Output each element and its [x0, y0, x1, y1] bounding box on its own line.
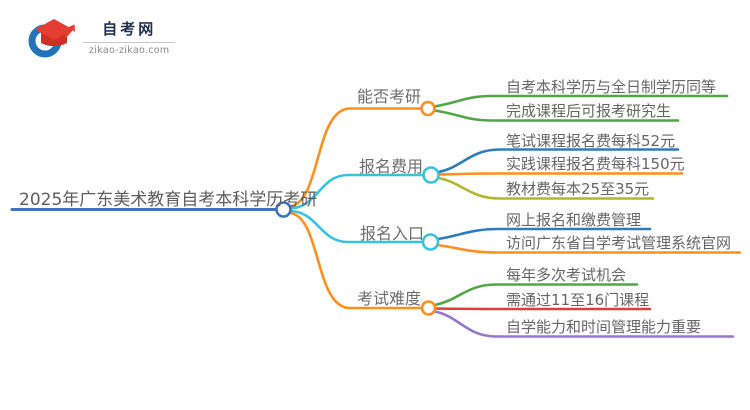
logo-title: 自考网 — [102, 20, 157, 38]
leaf-3-1-label: 需通过11至16门课程 — [506, 291, 650, 309]
branch-1-node — [422, 166, 440, 184]
leaf-1-0-label: 笔试课程报名费每科52元 — [506, 132, 676, 150]
leaf-1-1-line — [437, 172, 684, 176]
leaf-1-0-line — [437, 148, 680, 174]
branch-0-curve — [289, 107, 423, 208]
leaf-2-1-line — [436, 243, 742, 254]
leaf-0-0-label: 自考本科学历与全日制学历同等 — [506, 78, 717, 96]
branch-2-node — [421, 233, 440, 251]
branch-1-curve — [289, 173, 425, 210]
branch-2-label: 报名入口 — [360, 224, 425, 243]
leaf-1-1-label: 实践课程报名费每科150元 — [506, 155, 685, 173]
leaf-0-1-line — [433, 109, 680, 122]
leaf-3-0-label: 每年多次考试机会 — [506, 266, 627, 284]
leaf-2-0-label: 网上报名和缴费管理 — [506, 211, 642, 229]
leaf-3-2-label: 自学能力和时间管理能力重要 — [506, 318, 702, 336]
leaf-2-1-label: 访问广东省自学考试管理系统官网 — [506, 234, 732, 252]
graduation-cap-icon — [28, 19, 75, 58]
branch-0-label: 能否考研 — [357, 87, 422, 106]
root-label: 2025年广东美术教育自考本科学历考研 — [19, 190, 318, 210]
leaf-1-2-line — [437, 176, 655, 200]
branch-3-curve — [289, 211, 424, 310]
leaf-1-2-label: 教材费每本25至35元 — [506, 180, 650, 198]
branch-0-node — [420, 100, 436, 117]
leaf-2-0-line — [436, 227, 652, 241]
branch-3-label: 考试难度 — [357, 289, 422, 308]
leaf-3-0-line — [433, 283, 639, 307]
site-logo: 自考网 zikao-zikao.com — [28, 16, 176, 58]
logo-text: 自考网 zikao-zikao.com — [83, 18, 176, 56]
branch-3-node — [420, 300, 437, 316]
logo-domain: zikao-zikao.com — [83, 42, 176, 56]
branch-1-label: 报名费用 — [359, 157, 424, 176]
leaf-3-2-line — [433, 310, 735, 338]
leaf-0-1-label: 完成课程后可报考研究生 — [506, 102, 672, 120]
leaf-0-0-line — [433, 94, 729, 108]
root-node — [275, 201, 292, 218]
leaf-3-1-line — [433, 307, 652, 311]
branch-2-curve — [289, 209, 425, 244]
